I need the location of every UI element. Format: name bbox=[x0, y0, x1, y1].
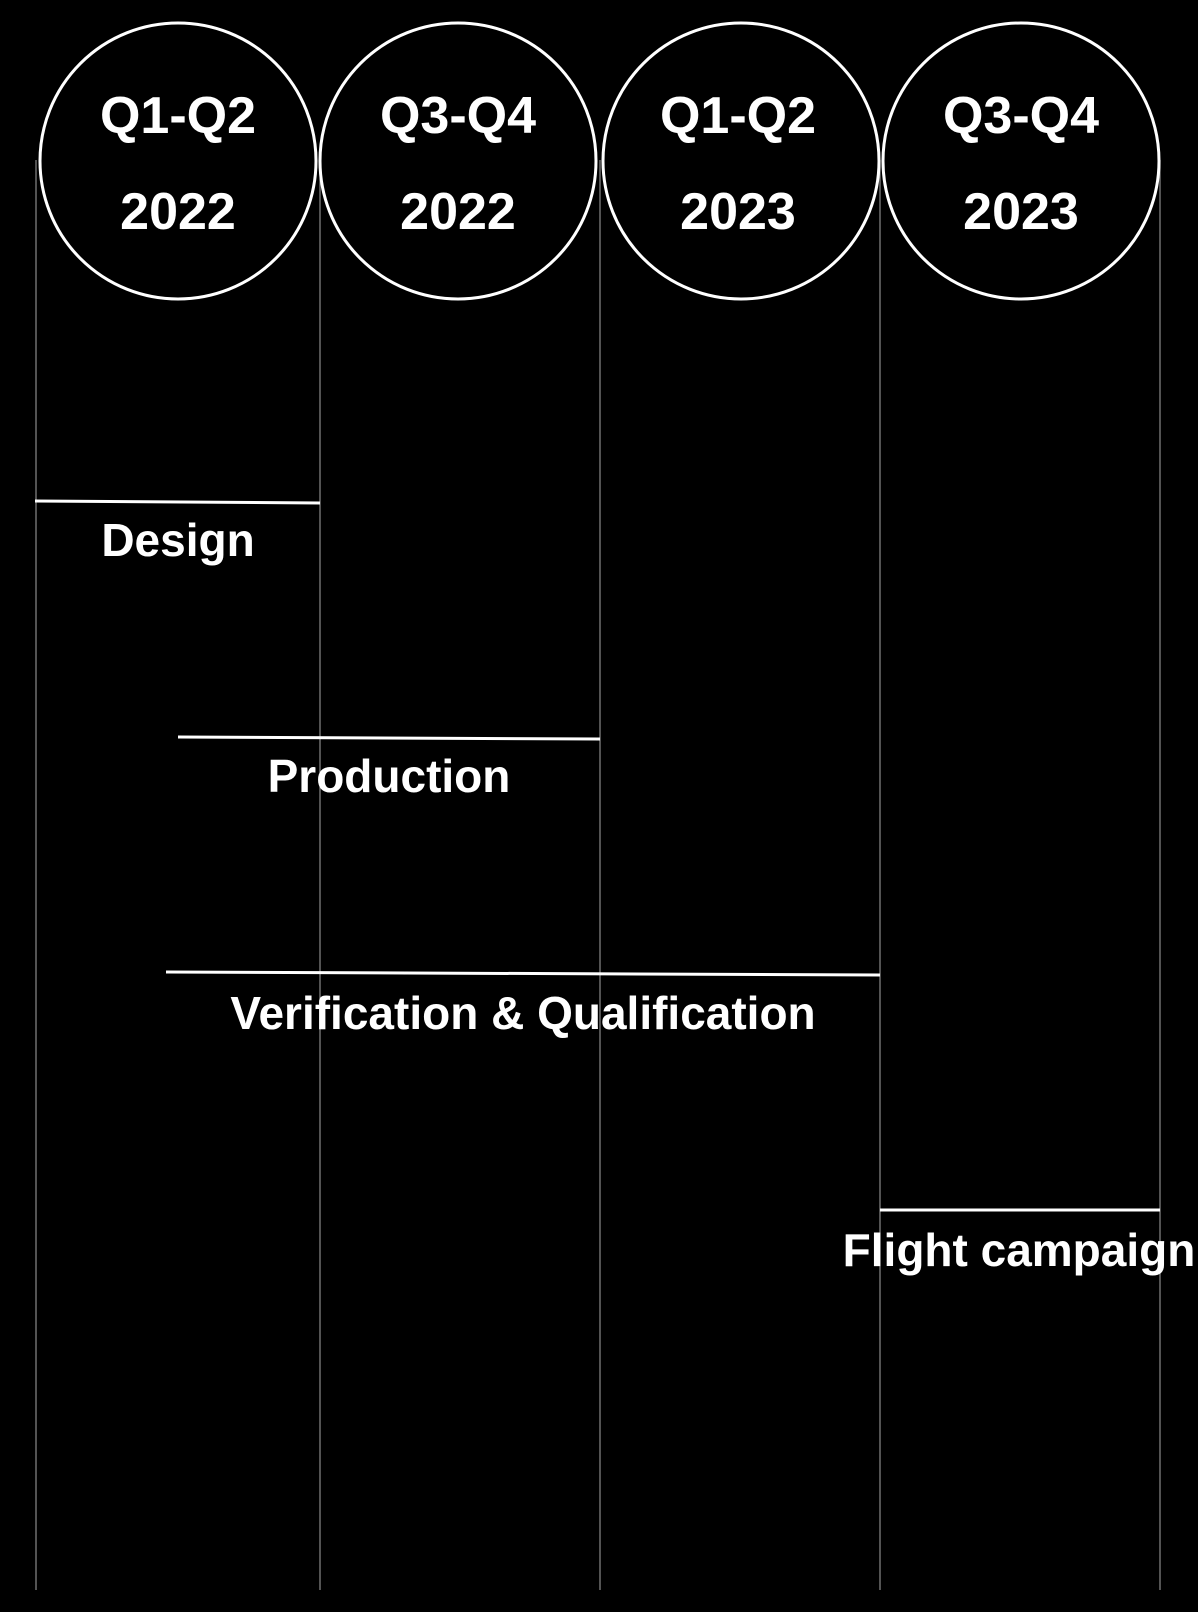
period-circle bbox=[318, 21, 598, 301]
phase-verification-qualification: Verification & Qualification bbox=[165, 970, 881, 1039]
phase-flight-campaign: Flight campaign bbox=[843, 1208, 1196, 1276]
phase-label: Production bbox=[268, 750, 511, 802]
period-label-line1: Q1-Q2 bbox=[100, 87, 256, 145]
phase-bar bbox=[165, 970, 881, 977]
phase-label: Verification & Qualification bbox=[230, 987, 815, 1039]
phase-design: Design bbox=[34, 499, 321, 566]
phase-label: Flight campaign bbox=[843, 1224, 1196, 1276]
phase-production: Production bbox=[177, 735, 601, 802]
period-label-line2: 2023 bbox=[963, 183, 1079, 241]
period-header-q1-q2-2023: Q1-Q2 2023 bbox=[601, 21, 881, 301]
period-header-q3-q4-2022: Q3-Q4 2022 bbox=[318, 21, 598, 301]
phase-bar bbox=[177, 735, 601, 741]
period-gridlines bbox=[35, 160, 1161, 1590]
period-circle bbox=[881, 21, 1161, 301]
period-label-line1: Q3-Q4 bbox=[943, 87, 1099, 145]
period-label-line1: Q3-Q4 bbox=[380, 87, 536, 145]
period-header-q1-q2-2022: Q1-Q2 2022 bbox=[38, 21, 318, 301]
period-label-line2: 2023 bbox=[680, 183, 796, 241]
period-circle bbox=[38, 21, 318, 301]
phase-label: Design bbox=[101, 514, 254, 566]
period-label-line1: Q1-Q2 bbox=[660, 87, 816, 145]
phase-bar bbox=[34, 499, 321, 505]
period-label-line2: 2022 bbox=[120, 183, 236, 241]
period-circle bbox=[601, 21, 881, 301]
period-label-line2: 2022 bbox=[400, 183, 516, 241]
period-header-q3-q4-2023: Q3-Q4 2023 bbox=[881, 21, 1161, 301]
